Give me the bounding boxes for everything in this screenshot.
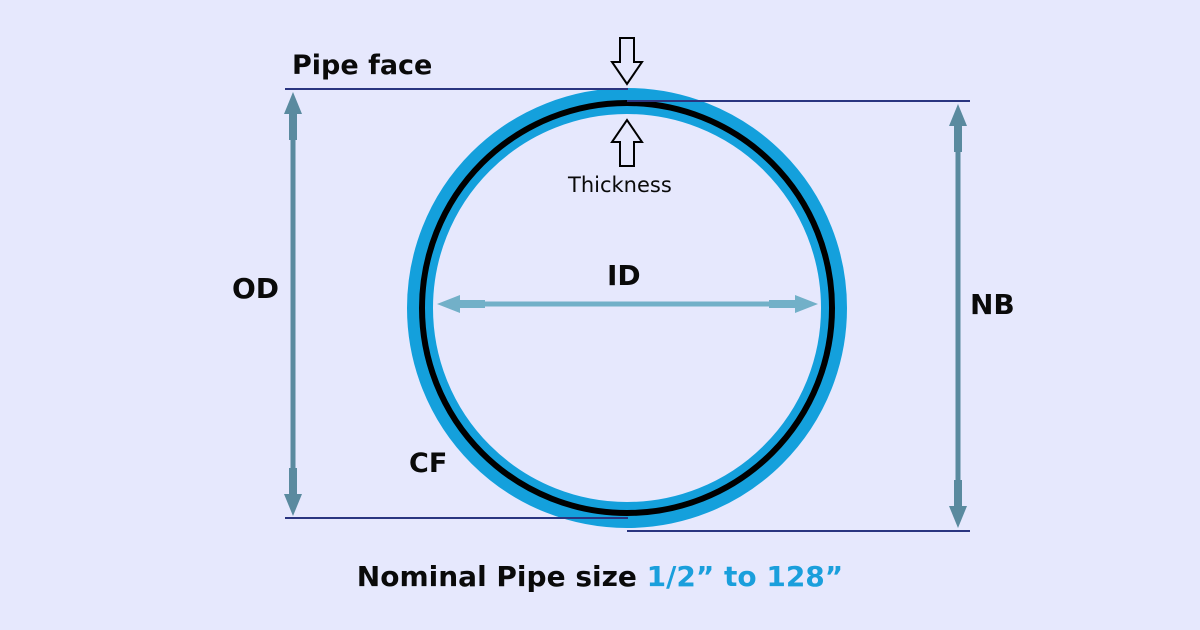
thickness-up-arrow-icon: [610, 118, 644, 167]
pipe-face-label: Pipe face: [292, 50, 433, 81]
nb-dimension-arrow: [949, 104, 967, 528]
caption-size-range: 1/2” to 128”: [646, 560, 844, 593]
od-dimension-arrow: [284, 92, 302, 516]
nominal-size-caption: Nominal Pipe size 1/2” to 128”: [0, 560, 1200, 593]
id-label: ID: [607, 259, 641, 292]
od-label: OD: [232, 272, 280, 305]
thickness-label: Thickness: [568, 173, 672, 197]
pipe-centerline-ring: [419, 100, 835, 516]
id-dimension-arrow: [437, 295, 818, 313]
caption-text: Nominal Pipe size: [356, 560, 647, 593]
nb-label: NB: [970, 288, 1015, 321]
cf-label: CF: [409, 448, 448, 479]
thickness-down-arrow-icon: [610, 37, 644, 86]
